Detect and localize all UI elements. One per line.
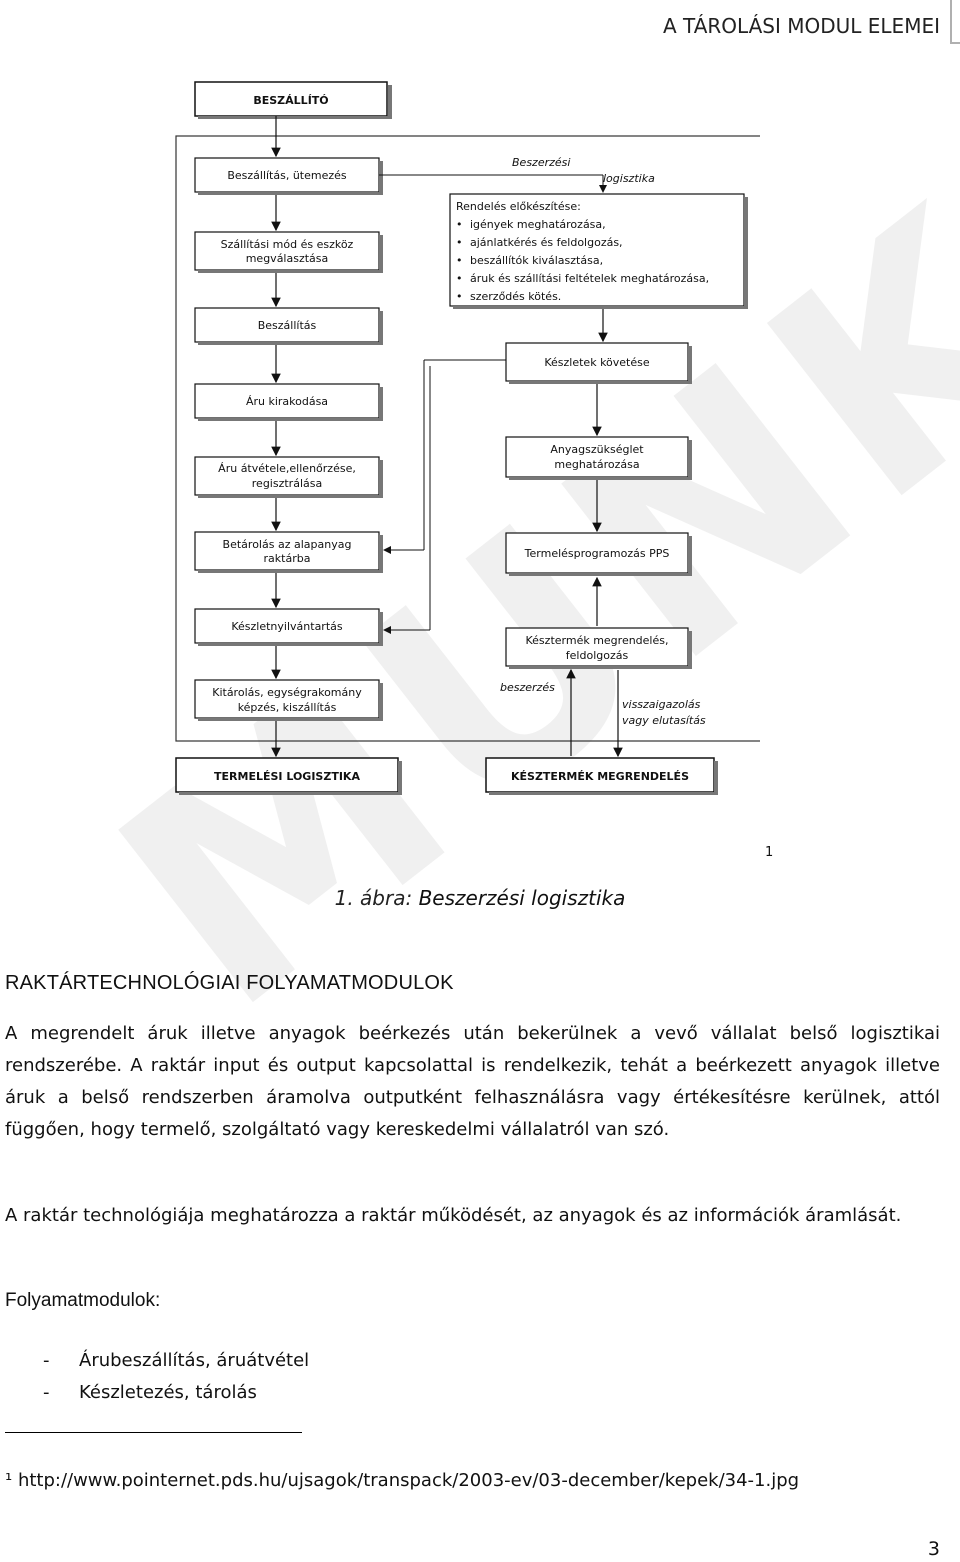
order-prep-item-2: ajánlatkérés és feldolgozás,: [470, 236, 623, 249]
box-supplier-label: BESZÁLLÍTÓ: [253, 94, 328, 107]
label-procurement-2: logisztika: [603, 172, 655, 185]
order-prep-bullet-3: •: [456, 254, 463, 267]
label-procure: beszerzés: [500, 681, 555, 694]
box-delivery: Beszállítás: [194, 307, 383, 345]
order-prep-item-3: beszállítók kiválasztása,: [470, 254, 603, 267]
box-order: Késztermék megrendelés, feldolgozás: [505, 627, 692, 669]
label-procurement-1: Beszerzési: [512, 156, 570, 169]
procurement-frame: [175, 135, 760, 742]
box-unloading-label: Áru kirakodása: [246, 395, 328, 408]
box-storing-label-1: Betárolás az alapanyag: [223, 538, 352, 551]
paragraph-2: A raktár technológiája meghatározza a ra…: [5, 1205, 902, 1226]
order-prep-bullet-4: •: [456, 272, 463, 285]
label-confirm-2: vagy elutasítás: [622, 714, 706, 727]
caption-number: 1. ábra:: [334, 886, 413, 910]
caption-text: Beszerzési logisztika: [412, 886, 626, 910]
box-order-label-2: feldolgozás: [566, 649, 629, 662]
box-material-label-2: meghatározása: [554, 458, 639, 471]
paragraph-1: A megrendelt áruk illetve anyagok beérke…: [5, 1023, 940, 1140]
box-schedule-label: Beszállítás, ütemezés: [227, 169, 347, 182]
list-item-text: Árubeszállítás, áruátvétel: [79, 1350, 310, 1371]
box-stock-label: Készletek követése: [544, 356, 650, 369]
box-transport-label-2: megválasztása: [246, 252, 329, 265]
box-unloading: Áru kirakodása: [194, 383, 383, 421]
footnote-reference: 1: [765, 845, 774, 860]
box-production: TERMELÉSI LOGISZTIKA: [175, 757, 402, 795]
box-material-label-1: Anyagszükséglet: [550, 443, 644, 456]
box-inventory-label: Készletnyilvántartás: [231, 620, 343, 633]
label-confirm-1: visszaigazolás: [622, 698, 701, 711]
order-prep-item-5: szerződés kötés.: [470, 290, 561, 303]
order-prep-item-4: áruk és szállítási feltételek meghatároz…: [470, 272, 709, 285]
box-receiving-label-2: regisztrálása: [252, 477, 322, 490]
section-heading: RAKTÁRTECHNOLÓGIAI FOLYAMATMODULOK: [5, 972, 454, 994]
box-pps: Termelésprogramozás PPS: [505, 532, 692, 576]
box-final-order-label: KÉSZTERMÉK MEGRENDELÉS: [511, 770, 689, 783]
header-rule: [950, 0, 960, 44]
box-storing: Betárolás az alapanyag raktárba: [194, 531, 383, 573]
box-receiving: Áru átvétele,ellenőrzése, regisztrálása: [194, 456, 383, 498]
order-prep-bullet-2: •: [456, 236, 463, 249]
header-title: A TÁROLÁSI MODUL ELEMEI: [662, 14, 940, 38]
box-picking-label-1: Kitárolás, egységrakomány: [212, 686, 362, 699]
box-schedule: Beszállítás, ütemezés: [194, 157, 383, 195]
box-order-prep: Rendelés előkészítése: • igények meghatá…: [449, 193, 748, 309]
box-supplier: BESZÁLLÍTÓ: [194, 81, 392, 119]
box-final-order: KÉSZTERMÉK MEGRENDELÉS: [485, 757, 718, 795]
box-transport: Szállítási mód és eszköz megválasztása: [194, 231, 383, 273]
box-stock: Készletek követése: [505, 342, 692, 384]
figure-caption: 1. ábra: Beszerzési logisztika: [0, 886, 960, 910]
list-item: - Készletezés, tárolás: [5, 1377, 309, 1409]
page-number: 3: [927, 1538, 940, 1560]
list-dash: -: [43, 1350, 50, 1371]
box-transport-label-1: Szállítási mód és eszköz: [221, 238, 354, 251]
procurement-diagram: BESZÁLLÍTÓ Beszállítás, ütemezés Szállít…: [175, 81, 760, 795]
order-prep-bullet-1: •: [456, 218, 463, 231]
box-receiving-label-1: Áru átvétele,ellenőrzése,: [218, 462, 356, 475]
box-pps-label: Termelésprogramozás PPS: [524, 547, 670, 560]
box-picking: Kitárolás, egységrakomány képzés, kiszál…: [194, 679, 383, 721]
box-picking-label-2: képzés, kiszállítás: [238, 701, 337, 714]
box-production-label: TERMELÉSI LOGISZTIKA: [214, 770, 360, 783]
subheading: Folyamatmodulok:: [5, 1290, 161, 1311]
footnote-rule: [5, 1432, 302, 1433]
footnote: ¹ http://www.pointernet.pds.hu/ujsagok/t…: [5, 1470, 800, 1491]
list-item-text: Készletezés, tárolás: [79, 1382, 257, 1403]
list-dash: -: [43, 1382, 50, 1403]
box-order-label-1: Késztermék megrendelés,: [526, 634, 669, 647]
box-delivery-label: Beszállítás: [258, 319, 317, 332]
order-prep-title: Rendelés előkészítése:: [456, 200, 581, 213]
order-prep-item-1: igények meghatározása,: [470, 218, 606, 231]
module-list: - Árubeszállítás, áruátvétel - Készletezés…: [5, 1345, 309, 1409]
box-inventory: Készletnyilvántartás: [194, 608, 383, 646]
list-item: - Árubeszállítás, áruátvétel: [5, 1345, 309, 1377]
order-prep-bullet-5: •: [456, 290, 463, 303]
box-material: Anyagszükséglet meghatározása: [505, 436, 692, 480]
box-storing-label-2: raktárba: [264, 552, 311, 565]
